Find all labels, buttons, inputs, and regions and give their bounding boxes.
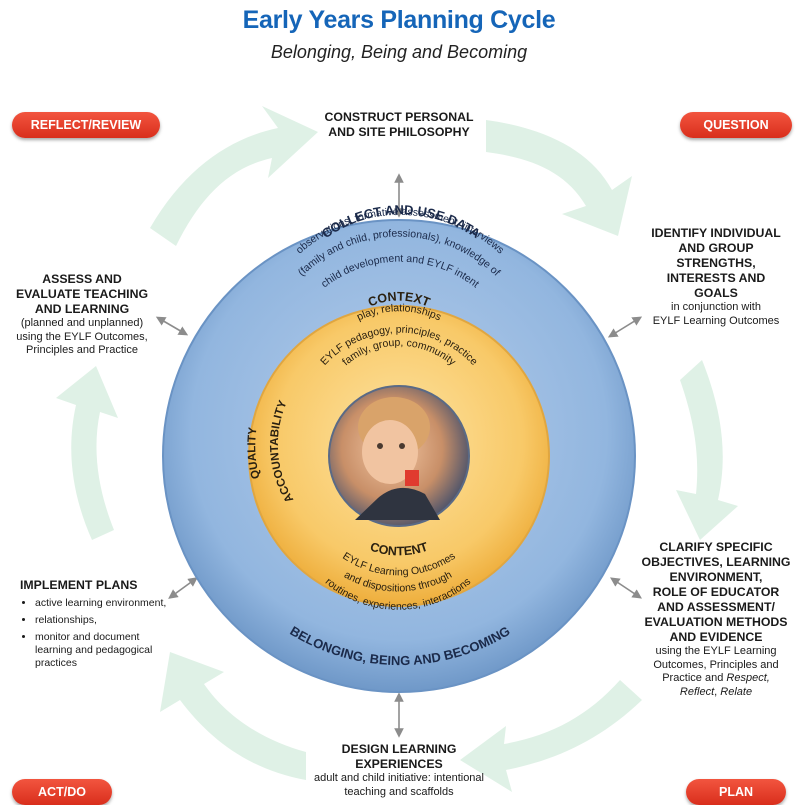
construct-line-1: CONSTRUCT PERSONAL (324, 110, 474, 124)
stage-question: QUESTION (680, 112, 792, 138)
implement-bullet-1: active learning environment, (35, 597, 170, 610)
connector-arrows (155, 173, 643, 738)
clarify-heading-1: CLARIFY SPECIFIC (659, 540, 773, 554)
clarify-note-relate: Relate (720, 685, 753, 698)
assess-note-2: using the EYLF Outcomes, (16, 330, 148, 343)
assess-heading-2: EVALUATE TEACHING (15, 287, 149, 301)
clarify-note-4-sep: , (714, 685, 721, 698)
design-heading-2: EXPERIENCES (355, 757, 443, 771)
identify-note-2: EYLF Learning Outcomes (652, 314, 780, 327)
connector-left-bottom (168, 577, 198, 599)
implement-heading: IMPLEMENT PLANS (20, 578, 138, 592)
identify-heading-1: IDENTIFY INDIVIDUAL (651, 226, 781, 240)
clarify-heading-2: OBJECTIVES, LEARNING (641, 555, 791, 569)
child-photo (328, 385, 470, 527)
clarify-objectives-box: CLARIFY SPECIFIC OBJECTIVES, LEARNING EN… (636, 540, 796, 699)
page-title: Early Years Planning Cycle (242, 6, 556, 34)
clarify-heading-7: AND EVIDENCE (669, 630, 763, 644)
content-heading: CONTENT (368, 540, 429, 559)
design-heading-1: DESIGN LEARNING (341, 742, 457, 756)
clarify-heading-5: AND ASSESSMENT/ (657, 600, 775, 614)
clarify-heading-6: EVALUATION METHODS (644, 615, 788, 629)
connector-left-top (155, 316, 189, 336)
identify-heading-4: INTERESTS AND (666, 271, 766, 285)
implement-bullet-2: relationships, (35, 614, 170, 627)
stage-act-do: ACT/DO (12, 779, 112, 805)
assess-heading-3: AND LEARNING (34, 302, 130, 316)
design-note-1: adult and child initiative: intentional (313, 772, 484, 784)
cycle-arrow-left (56, 366, 118, 540)
clarify-note-respect: Respect, (726, 672, 770, 684)
stage-reflect-review: REFLECT/REVIEW (12, 112, 160, 138)
implement-plans-box: IMPLEMENT PLANS active learning environm… (20, 578, 170, 674)
identify-heading-3: STRENGTHS, (676, 256, 756, 270)
cycle-arrow-top-right (486, 120, 632, 236)
connector-right-bottom (610, 577, 642, 599)
clarify-note-3-pre: Practice and (662, 672, 727, 684)
implement-bullet-3: monitor and document learning and pedago… (35, 631, 170, 670)
identify-heading-5: GOALS (694, 286, 738, 300)
cycle-arrow-bottom-left (160, 652, 306, 780)
identify-note-1: in conjunction with (671, 301, 761, 313)
clarify-note-2: Outcomes, Principles and (653, 658, 779, 671)
clarify-heading-4: ROLE OF EDUCATOR (652, 585, 780, 599)
clarify-note-reflect: Reflect (679, 685, 715, 698)
clarify-heading-3: ENVIRONMENT, (669, 570, 763, 584)
clarify-note-1: using the EYLF Learning (655, 645, 777, 657)
design-experiences-box: DESIGN LEARNING EXPERIENCES adult and ch… (290, 742, 508, 799)
assess-note-1: (planned and unplanned) (20, 317, 144, 329)
assess-note-3: Principles and Practice (26, 344, 138, 356)
page-subtitle: Belonging, Being and Becoming (270, 42, 528, 62)
cycle-arrow-right (676, 360, 738, 540)
cycle-arrow-bottom-right (460, 680, 642, 792)
implement-bullet-list: active learning environment, relationshi… (20, 597, 170, 670)
construct-philosophy-box: CONSTRUCT PERSONAL AND SITE PHILOSOPHY (290, 110, 508, 140)
connector-right-top (607, 316, 643, 338)
identify-strengths-box: IDENTIFY INDIVIDUAL AND GROUP STRENGTHS,… (636, 226, 796, 328)
clarify-note-3: Practice and Respect, (636, 672, 796, 686)
stage-plan: PLAN (686, 779, 786, 805)
construct-line-2: AND SITE PHILOSOPHY (328, 125, 470, 139)
assess-evaluate-box: ASSESS AND EVALUATE TEACHING AND LEARNIN… (6, 272, 158, 358)
assess-heading-1: ASSESS AND (42, 272, 122, 286)
cycle-arrow-top-left (150, 106, 318, 246)
cycle-arrows (56, 106, 738, 792)
context-heading: CONTEXT (366, 289, 432, 309)
design-note-2: teaching and scaffolds (344, 785, 454, 798)
clarify-note-4: Reflect, Relate (636, 686, 796, 700)
identify-heading-2: AND GROUP (678, 241, 754, 255)
